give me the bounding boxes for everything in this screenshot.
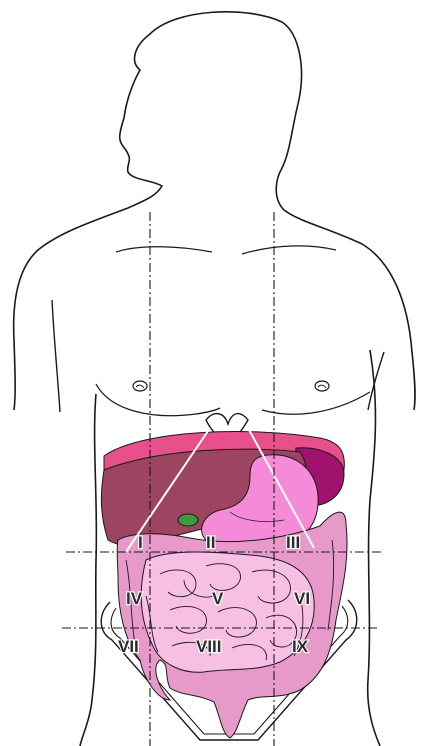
left-pectoral xyxy=(96,384,220,416)
region-label-vii: VII xyxy=(118,637,139,656)
left-arm-line xyxy=(52,300,60,412)
left-nipple-inner xyxy=(136,385,144,388)
right-arm-line xyxy=(368,352,384,410)
small-intestine xyxy=(141,552,314,672)
left-clavicle xyxy=(116,247,212,252)
gallbladder xyxy=(178,514,198,526)
torso-left-side xyxy=(80,394,96,746)
body-outline xyxy=(14,12,415,410)
right-pectoral xyxy=(262,392,370,414)
right-nipple-inner xyxy=(318,385,326,388)
left-nipple xyxy=(133,381,147,391)
right-nipple xyxy=(315,381,329,391)
region-label-viii: VIII xyxy=(196,637,222,656)
region-label-v: V xyxy=(212,589,224,608)
torso-right-side xyxy=(368,350,380,746)
region-label-iv: IV xyxy=(126,589,143,608)
region-label-vi: VI xyxy=(294,589,310,608)
region-label-ii: II xyxy=(206,533,215,552)
region-label-i: I xyxy=(138,533,143,552)
region-label-ix: IX xyxy=(292,637,309,656)
region-label-iii: III xyxy=(286,533,300,552)
